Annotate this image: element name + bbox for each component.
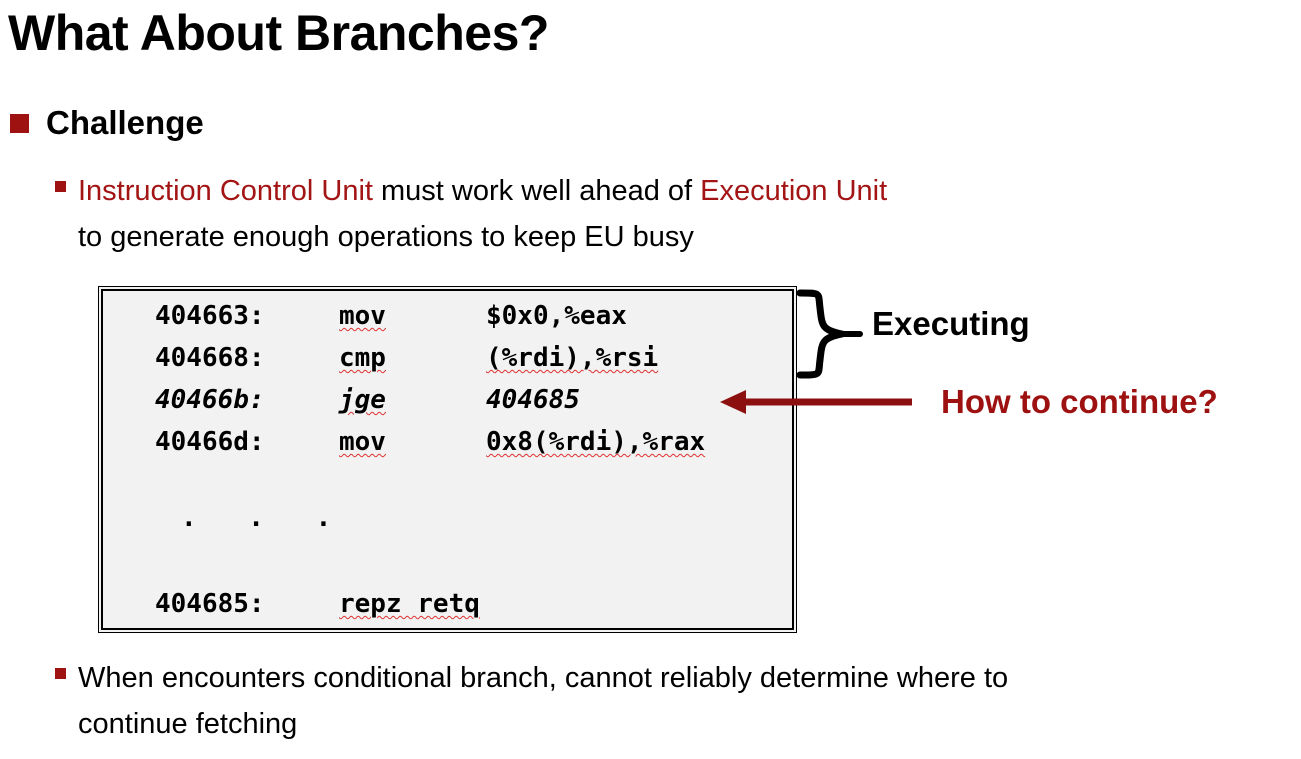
code-operands: 404685 bbox=[486, 385, 580, 415]
bullet-when-text: When encounters conditional branch, cann… bbox=[78, 655, 1008, 747]
bullet-square-level1-icon bbox=[10, 113, 29, 133]
left-arrow-icon bbox=[720, 390, 912, 414]
code-address: 404668: bbox=[155, 343, 265, 373]
text-must-work-ahead: must work well ahead of bbox=[372, 175, 701, 207]
bullet-icu-text: Instruction Control Unit must work well … bbox=[78, 168, 887, 260]
code-row: 40466d: mov 0x8(%rdi),%rax bbox=[99, 427, 796, 469]
code-row-ellipsis: . . . bbox=[99, 503, 796, 545]
code-mnemonic: repz retq bbox=[339, 589, 480, 619]
code-lines: 404663: mov $0x0,%eax 404668: cmp (%rdi)… bbox=[99, 287, 796, 632]
code-address: 404663: bbox=[155, 301, 265, 331]
text-when-line1: When encounters conditional branch, cann… bbox=[78, 662, 1009, 694]
bullet-square-level2-icon bbox=[55, 668, 66, 679]
code-mnemonic: mov bbox=[339, 427, 386, 457]
page-title: What About Branches? bbox=[8, 5, 549, 61]
text-instruction-control-unit: Instruction Control Unit bbox=[78, 175, 373, 207]
code-row: 404685: repz retq bbox=[99, 589, 796, 631]
code-operands: (%rdi),%rsi bbox=[486, 343, 659, 373]
code-operands: $0x0,%eax bbox=[486, 301, 627, 331]
bullet-challenge-label: Challenge bbox=[46, 104, 204, 141]
code-row: 404663: mov $0x0,%eax bbox=[99, 301, 796, 343]
text-execution-unit: Execution Unit bbox=[700, 175, 888, 207]
text-when-line2: continue fetching bbox=[78, 708, 298, 740]
code-row: 404668: cmp (%rdi),%rsi bbox=[99, 343, 796, 385]
code-mnemonic: jge bbox=[339, 385, 386, 415]
text-generate-operations: to generate enough operations to keep EU… bbox=[78, 221, 694, 253]
code-listing-box: 404663: mov $0x0,%eax 404668: cmp (%rdi)… bbox=[98, 286, 797, 633]
code-address: 40466d: bbox=[155, 427, 265, 457]
curly-brace-icon bbox=[796, 289, 863, 379]
code-mnemonic: mov bbox=[339, 301, 386, 331]
bullet-instruction-control-unit: Instruction Control Unit must work well … bbox=[55, 168, 1235, 260]
label-how-to-continue: How to continue? bbox=[941, 383, 1218, 420]
bullet-square-level2-icon bbox=[55, 181, 66, 192]
code-address: 40466b: bbox=[155, 385, 265, 415]
bullet-challenge: Challenge bbox=[10, 104, 204, 142]
label-executing: Executing bbox=[872, 305, 1030, 342]
code-mnemonic: cmp bbox=[339, 343, 386, 373]
bullet-when-encounters: When encounters conditional branch, cann… bbox=[55, 655, 1265, 747]
code-ellipsis: . . . bbox=[181, 503, 350, 533]
code-operands: 0x8(%rdi),%rax bbox=[486, 427, 706, 457]
code-address: 404685: bbox=[155, 589, 265, 619]
code-row-branch: 40466b: jge 404685 bbox=[99, 385, 796, 427]
